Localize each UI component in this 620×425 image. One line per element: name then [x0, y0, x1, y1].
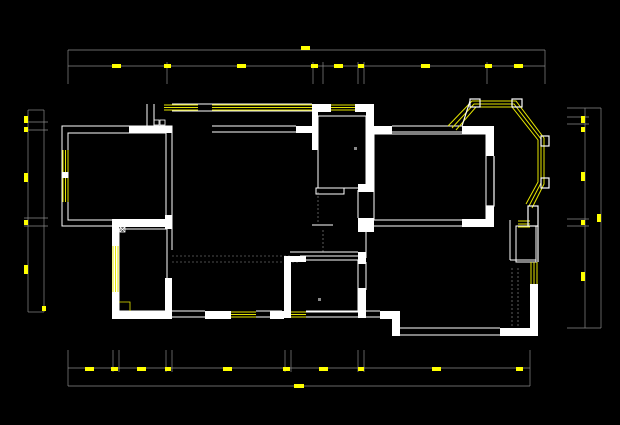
fixtures [119, 119, 166, 311]
vent-symbol [119, 226, 126, 233]
window-bay [447, 100, 545, 209]
wall-segment [165, 278, 172, 314]
point-markers [318, 147, 357, 301]
wall-segment [358, 288, 366, 318]
wall-segment [306, 126, 316, 133]
window-bottom-kitchen [291, 311, 306, 318]
wall-segment [284, 256, 306, 262]
window-left-bedroom-upper [62, 150, 69, 172]
wall-segment [486, 126, 494, 156]
window-bottom-living [231, 311, 256, 318]
window-top-living [164, 104, 312, 111]
wall-segment [312, 104, 331, 112]
wall-segment [374, 126, 392, 134]
window-right-lower [518, 220, 538, 284]
wall-segment [486, 206, 494, 226]
wall-segment [462, 126, 494, 134]
dimension-markers [24, 46, 601, 388]
solid-walls [62, 104, 538, 336]
outlet-symbol [153, 119, 160, 126]
wall-segment [312, 104, 318, 150]
wall-segment [462, 219, 494, 227]
wall-segment [380, 311, 400, 319]
window-left-bedroom-lower [62, 178, 69, 202]
wall-segment [205, 311, 231, 319]
wall-segment [270, 311, 284, 319]
wall-segment [392, 312, 400, 336]
wall-segment [112, 311, 172, 319]
wall-segment [358, 252, 366, 264]
wall-segment [296, 126, 306, 133]
outlet-symbol [159, 119, 166, 126]
wall-segment [355, 104, 374, 112]
dashed-lines [172, 192, 519, 328]
window-lower-left-room [112, 246, 119, 292]
wall-segment [500, 328, 538, 336]
wall-segment [62, 172, 68, 178]
wall-segment [358, 218, 374, 232]
stair-symbol [119, 301, 131, 311]
bay-window-frame [461, 98, 550, 262]
wall-segment [530, 284, 538, 336]
wall-segment [129, 126, 172, 133]
wall-segment [284, 256, 291, 318]
window-top-bath [331, 104, 355, 111]
wall-segment [165, 215, 172, 229]
wall-segment [358, 184, 374, 192]
wall-segment [112, 219, 172, 227]
wall-segment [366, 104, 374, 190]
